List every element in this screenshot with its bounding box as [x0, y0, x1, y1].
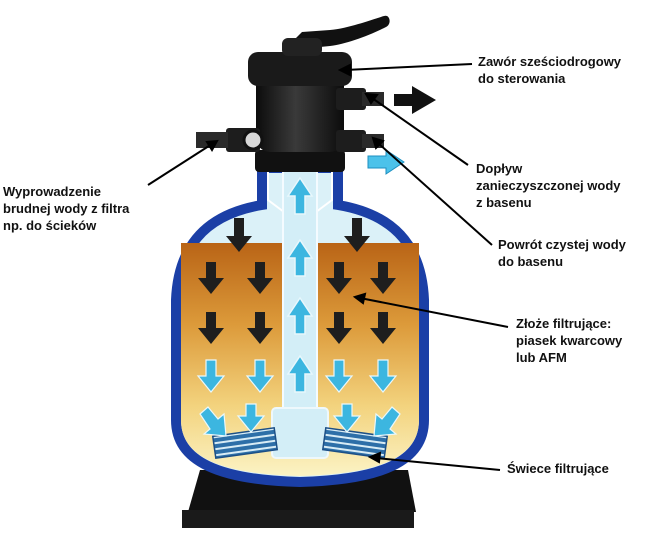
down-arrow-icon: [332, 403, 362, 433]
leader-outflow: [147, 143, 213, 186]
label-outflow: Wyprowadzenie brudnej wody z filtra np. …: [3, 184, 130, 233]
down-arrow-icon: [326, 312, 352, 344]
down-arrow-icon: [326, 262, 352, 294]
leader-lines: [147, 63, 509, 471]
valve-collar: [255, 150, 345, 172]
up-arrow-icon: [286, 296, 314, 335]
down-arrow-icon: [199, 406, 227, 437]
pressure-gauge: [242, 129, 264, 151]
inner-funnel: [267, 170, 333, 213]
valve-cap: [248, 52, 352, 86]
leader-bed: [359, 297, 509, 328]
up-arrow-icon: [286, 238, 314, 277]
waste-fitting: [196, 132, 228, 148]
down-arrow-icon: [198, 312, 224, 344]
leader-inflow: [371, 97, 469, 166]
down-arrow-icon: [373, 406, 401, 437]
dark-down-arrows: [198, 218, 396, 344]
multiport-valve: [196, 15, 390, 172]
base-foot: [182, 510, 414, 528]
label-inflow: Dopływ zanieczyszczonej wody z basenu: [476, 161, 621, 210]
leader-valve: [344, 63, 473, 71]
label-return: Powrót czystej wody do basenu: [498, 237, 626, 269]
candle-right: [321, 426, 389, 460]
inlet-port: [336, 88, 366, 110]
down-arrow-icon: [370, 262, 396, 294]
down-arrow-icon: [247, 312, 273, 344]
down-arrow-icon: [368, 359, 398, 393]
down-arrow-icon: [324, 359, 354, 393]
clean-flow-arrows: [196, 359, 401, 437]
down-arrow-icon: [247, 262, 273, 294]
label-candles: Świece filtrujące: [507, 461, 609, 476]
label-valve: Zawór sześciodrogowy do sterowania: [478, 54, 622, 86]
leader-candles: [375, 457, 501, 471]
up-arrows: [286, 176, 314, 393]
leader-return: [377, 142, 493, 246]
down-arrow-icon: [245, 359, 275, 393]
down-arrow-icon: [370, 312, 396, 344]
down-arrow-icon: [344, 218, 370, 252]
up-arrow-icon: [286, 176, 314, 215]
candle-left: [211, 426, 279, 460]
return-port: [336, 130, 366, 152]
label-filter-bed: Złoże filtrujące: piasek kwarcowy lub AF…: [516, 316, 623, 365]
manifold: [271, 407, 329, 459]
down-arrow-icon: [236, 403, 266, 433]
filter-candles: [211, 426, 389, 460]
up-arrow-icon: [286, 354, 314, 393]
down-arrow-icon: [196, 359, 226, 393]
handle-knob: [282, 38, 322, 56]
inflow-arrow-icon: [394, 86, 436, 114]
down-arrow-icon: [226, 218, 252, 252]
down-arrow-icon: [198, 262, 224, 294]
